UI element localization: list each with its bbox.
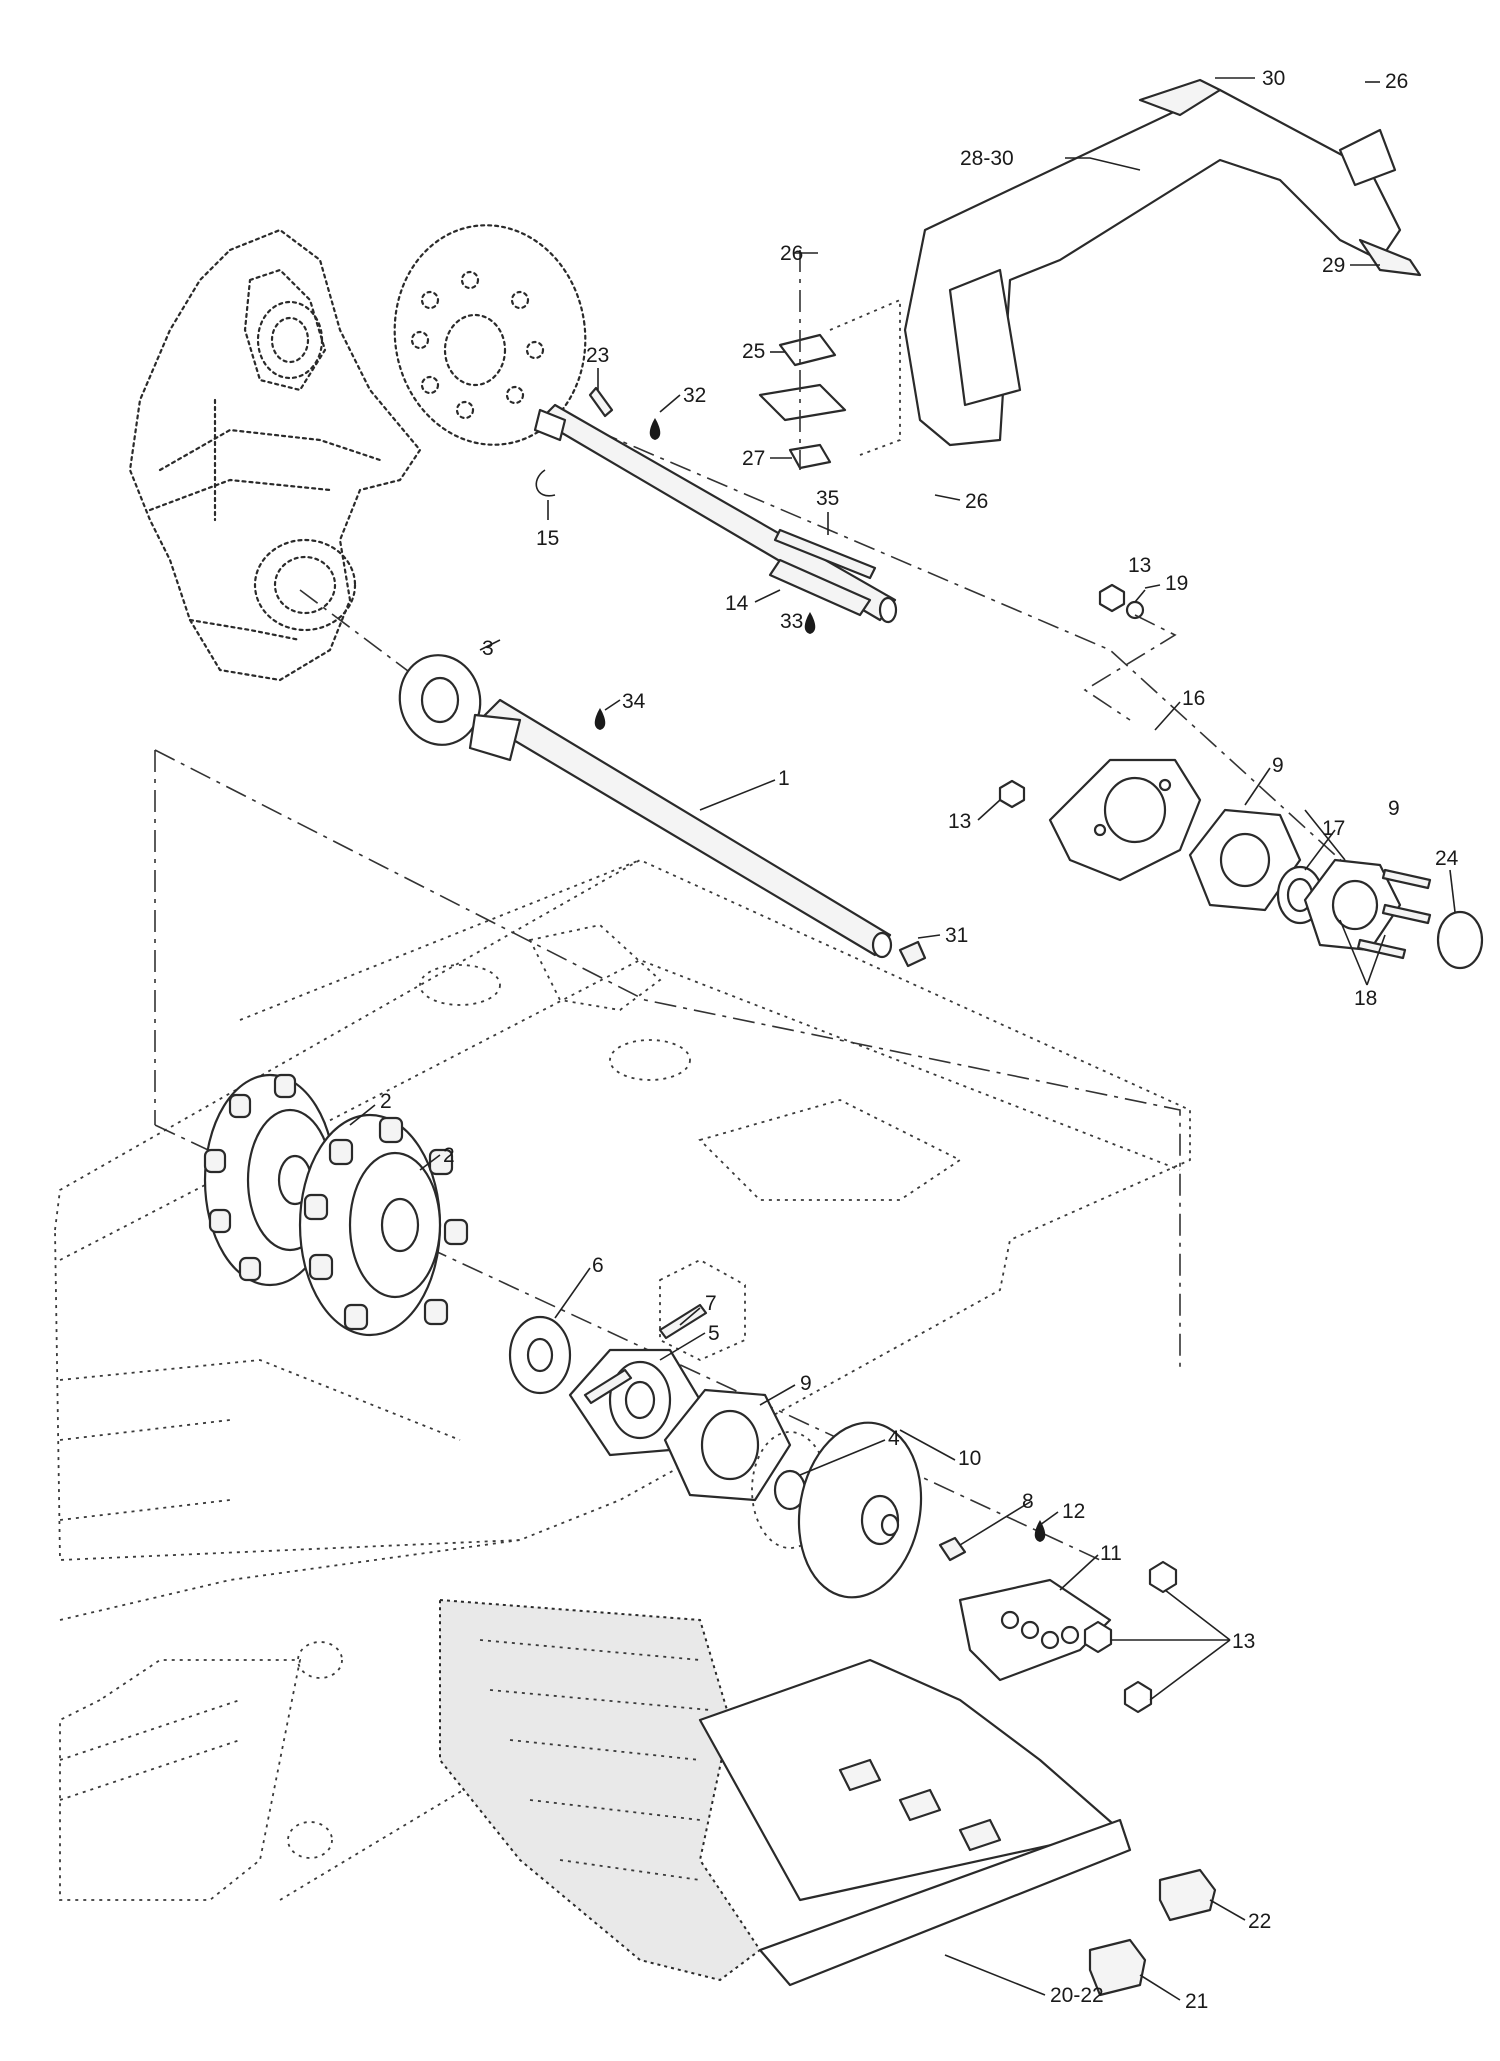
callout-13-lower: 13 bbox=[1232, 1630, 1255, 1653]
end-plate-10 bbox=[797, 1421, 923, 1599]
chain-guard-tab-29 bbox=[1358, 238, 1422, 277]
flange-9c bbox=[663, 1388, 792, 1502]
callout-23: 23 bbox=[586, 344, 609, 367]
callout-14: 14 bbox=[725, 592, 749, 615]
callout-12: 12 bbox=[1062, 1500, 1085, 1523]
callout-30: 30 bbox=[1262, 67, 1285, 90]
drop-icon-32 bbox=[649, 418, 661, 440]
fitting-8 bbox=[938, 1536, 967, 1562]
callout-4: 4 bbox=[888, 1427, 900, 1450]
callout-9-upper-b: 9 bbox=[1388, 797, 1400, 820]
circlip-15 bbox=[535, 469, 556, 497]
callout-11: 11 bbox=[1100, 1542, 1122, 1565]
washer-3 bbox=[398, 654, 482, 746]
callout-24: 24 bbox=[1435, 847, 1459, 870]
callout-26-top-right: 26 bbox=[1385, 70, 1408, 93]
callout-16: 16 bbox=[1182, 687, 1205, 710]
axis-line-housing bbox=[299, 589, 421, 681]
seal-6 bbox=[508, 1315, 572, 1395]
flange-9b bbox=[1303, 858, 1402, 952]
callout-20-22: 20-22 bbox=[1050, 1984, 1104, 2007]
callout-18: 18 bbox=[1354, 987, 1377, 1010]
callout-29: 29 bbox=[1322, 254, 1345, 277]
nut-13a bbox=[1098, 583, 1126, 613]
callout-21: 21 bbox=[1185, 1990, 1208, 2013]
callout-26-lower: 26 bbox=[965, 490, 988, 513]
brackets-25-27 bbox=[758, 250, 901, 470]
callout-2-a: 2 bbox=[380, 1090, 392, 1113]
callout-3: 3 bbox=[482, 637, 494, 660]
nut-13e bbox=[1123, 1680, 1153, 1714]
bearing-housing-5 bbox=[568, 1348, 702, 1457]
shaft-keyway bbox=[768, 558, 872, 617]
callout-28-30: 28-30 bbox=[960, 147, 1014, 170]
brake-disc bbox=[393, 224, 587, 446]
adjuster-bracket-11 bbox=[958, 1578, 1112, 1682]
nut-13b bbox=[998, 779, 1026, 809]
axis-line-nut bbox=[1083, 614, 1177, 721]
pin-23 bbox=[588, 386, 614, 418]
callout-27: 27 bbox=[742, 447, 765, 470]
callout-5: 5 bbox=[708, 1322, 720, 1345]
callout-35: 35 bbox=[816, 487, 839, 510]
clip-22 bbox=[1158, 1868, 1217, 1922]
callout-9-lower: 9 bbox=[800, 1372, 812, 1395]
nut-13d bbox=[1083, 1620, 1113, 1654]
drive-sprocket-b bbox=[298, 1113, 469, 1337]
axis-line-upper bbox=[559, 414, 1391, 906]
callout-8: 8 bbox=[1022, 1490, 1034, 1513]
callout-2-b: 2 bbox=[443, 1144, 455, 1167]
bolts-18 bbox=[1356, 868, 1432, 960]
ring-24 bbox=[1436, 910, 1484, 970]
callout-labels: 30 26 28-30 29 26 25 27 26 23 32 15 35 1… bbox=[380, 67, 1459, 2013]
callout-26-mid: 26 bbox=[780, 242, 803, 265]
bearing-plate-16 bbox=[1048, 758, 1202, 882]
drop-icon-12 bbox=[1034, 1520, 1046, 1542]
callout-19: 19 bbox=[1165, 572, 1188, 595]
flange-9a bbox=[1188, 808, 1302, 912]
callout-31: 31 bbox=[945, 924, 968, 947]
drive-shaft bbox=[468, 698, 893, 959]
callout-1: 1 bbox=[778, 767, 790, 790]
upper-shaft bbox=[533, 403, 898, 624]
callout-15: 15 bbox=[536, 527, 559, 550]
drop-icon-33 bbox=[804, 612, 816, 634]
chaincase-housing bbox=[128, 228, 422, 682]
chain-guard bbox=[903, 78, 1402, 447]
callout-22: 22 bbox=[1248, 1910, 1271, 1933]
callout-10: 10 bbox=[958, 1447, 981, 1470]
key-35 bbox=[773, 528, 877, 580]
callout-34: 34 bbox=[622, 690, 646, 713]
callout-7: 7 bbox=[705, 1292, 717, 1315]
callout-6: 6 bbox=[592, 1254, 604, 1277]
callout-13-mid: 13 bbox=[948, 810, 971, 833]
callout-33: 33 bbox=[780, 610, 803, 633]
callout-32: 32 bbox=[683, 384, 706, 407]
track bbox=[439, 1598, 1132, 1987]
callout-25: 25 bbox=[742, 340, 765, 363]
callout-17: 17 bbox=[1322, 817, 1345, 840]
callout-9-upper-a: 9 bbox=[1272, 754, 1284, 777]
drop-icon-34 bbox=[594, 708, 606, 730]
leader-lines bbox=[349, 77, 1456, 2001]
clip-21 bbox=[1088, 1938, 1147, 1997]
callout-13-top: 13 bbox=[1128, 554, 1151, 577]
nut-13c bbox=[1148, 1560, 1178, 1594]
cap-31 bbox=[898, 940, 927, 968]
